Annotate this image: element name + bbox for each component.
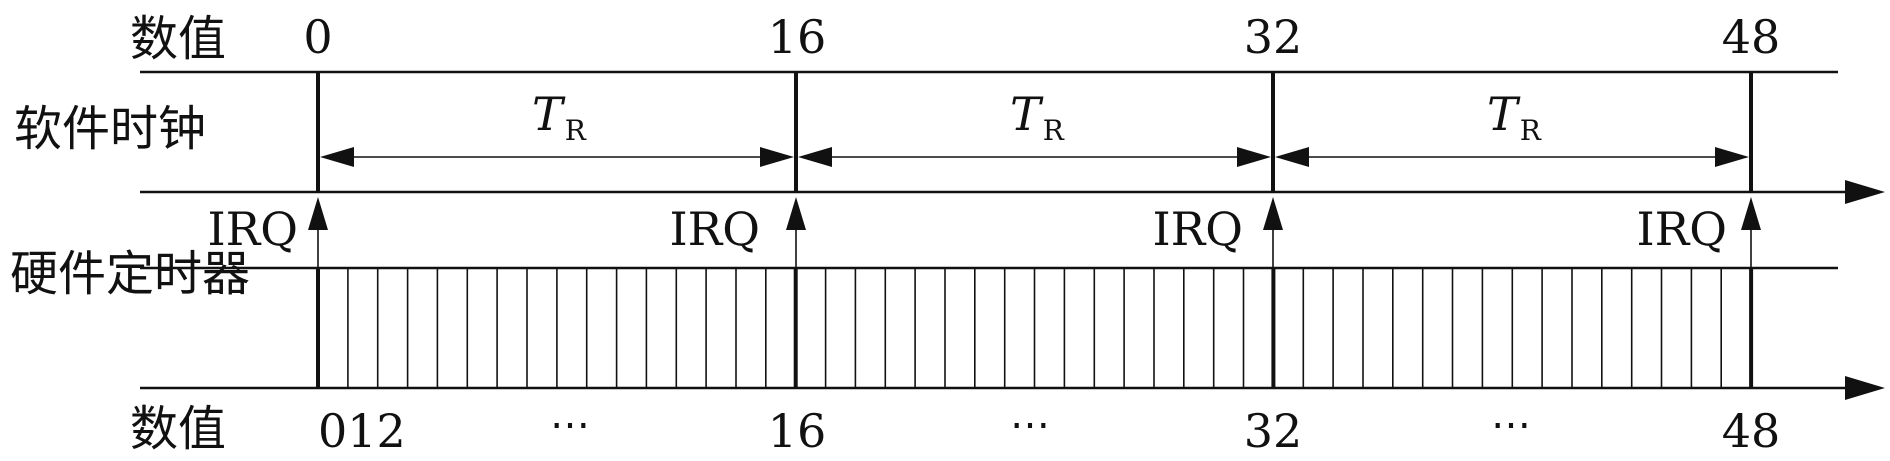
bottom-ellipsis-2: ⋯ bbox=[1010, 402, 1050, 448]
interval-label-2: TR bbox=[1010, 87, 1065, 147]
top-value-label: 数值 bbox=[130, 11, 226, 67]
hardware-tick-group bbox=[316, 268, 1754, 388]
irq-arrow-48 bbox=[1741, 197, 1761, 268]
interval-subscript: R bbox=[1520, 114, 1542, 147]
hardware-timer-axis-arrowhead bbox=[1845, 376, 1885, 400]
top-tick-48: 48 bbox=[1722, 10, 1781, 64]
interval-label-1: TR bbox=[532, 87, 587, 147]
irq-label-0: IRQ bbox=[207, 202, 298, 256]
bottom-tick-32: 32 bbox=[1244, 404, 1303, 458]
interval-symbol: T bbox=[1487, 87, 1521, 141]
interval-arrow-1 bbox=[320, 147, 794, 167]
interval-arrow-3 bbox=[1275, 147, 1749, 167]
software-clock-label: 软件时钟 bbox=[14, 101, 206, 157]
irq-label-16: IRQ bbox=[669, 202, 760, 256]
interval-arrow-2 bbox=[798, 147, 1271, 167]
irq-arrow-16 bbox=[786, 197, 806, 268]
bottom-value-label: 数值 bbox=[130, 401, 226, 457]
interval-label-3: TR bbox=[1487, 87, 1542, 147]
bottom-tick-012: 012 bbox=[318, 404, 406, 458]
top-tick-16: 16 bbox=[768, 10, 827, 64]
bottom-tick-16: 16 bbox=[768, 404, 827, 458]
bottom-ellipsis-3: ⋯ bbox=[1491, 402, 1531, 448]
interval-subscript: R bbox=[565, 114, 587, 147]
irq-label-48: IRQ bbox=[1636, 202, 1727, 256]
interval-subscript: R bbox=[1043, 114, 1065, 147]
hardware-timer-label: 硬件定时器 bbox=[10, 246, 250, 302]
irq-label-32: IRQ bbox=[1152, 202, 1243, 256]
interval-symbol: T bbox=[1010, 87, 1044, 141]
bottom-ellipsis-1: ⋯ bbox=[550, 402, 590, 448]
interval-symbol: T bbox=[532, 87, 566, 141]
software-clock-axis-arrowhead bbox=[1845, 180, 1885, 204]
top-tick-0: 0 bbox=[303, 10, 332, 64]
top-tick-32: 32 bbox=[1244, 10, 1303, 64]
irq-arrow-32 bbox=[1263, 197, 1283, 268]
bottom-tick-48: 48 bbox=[1722, 404, 1781, 458]
irq-arrow-0 bbox=[308, 197, 328, 268]
